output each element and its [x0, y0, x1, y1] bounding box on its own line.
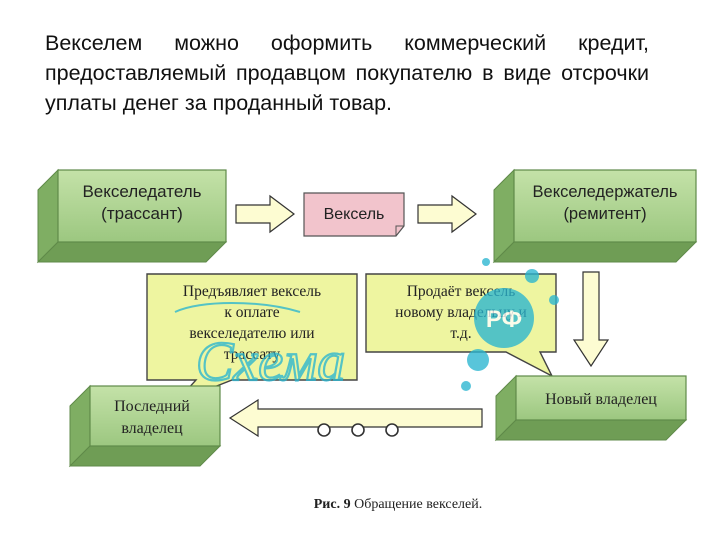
holder-label-2: (ремитент) [563, 205, 646, 223]
figure-caption: Рис. 9 Обращение векселей. [314, 497, 482, 512]
arrow-holder-to-new-owner [572, 271, 610, 368]
arrow-to-last-owner [228, 398, 483, 438]
drawer-label-2: (трассант) [101, 204, 183, 223]
last-owner-label-2: владелец [121, 420, 183, 437]
new-owner-label: Новый владелец [545, 391, 657, 408]
holder-box: Векселедержатель (ремитент) [492, 168, 698, 264]
presents-label-3: векселедателю или [189, 325, 314, 342]
holder-label-1: Векселедержатель [533, 183, 678, 201]
watermark-badge-text: РФ [486, 306, 522, 333]
presents-label-4: трассату [224, 346, 281, 363]
watermark-badge: РФ [461, 258, 559, 391]
arrow-drawer-to-bill [235, 194, 295, 234]
ellipsis-dots [317, 423, 399, 437]
watermark-text: Схема [196, 331, 345, 393]
bill-document: Вексель [303, 192, 405, 237]
intro-paragraph: Векселем можно оформить коммерческий кре… [45, 31, 649, 115]
drawer-label-1: Векселедатель [82, 182, 201, 201]
sells-label-3: т.д. [450, 325, 471, 342]
bill-label: Вексель [324, 206, 385, 223]
new-owner-box: Новый владелец [494, 374, 688, 442]
drawer-box: Векселедатель (трассант) [36, 168, 228, 264]
presents-label-2: к оплате [224, 304, 279, 321]
presents-label-1: Предъявляет вексель [183, 283, 321, 300]
last-owner-box: Последний владелец [68, 384, 222, 468]
watermark: Схема РФ [174, 258, 559, 394]
caption-number: Рис. 9 [314, 497, 351, 512]
arrow-bill-to-holder [417, 194, 477, 234]
caption-text: Обращение векселей. [351, 497, 483, 512]
last-owner-label-1: Последний [114, 398, 190, 415]
